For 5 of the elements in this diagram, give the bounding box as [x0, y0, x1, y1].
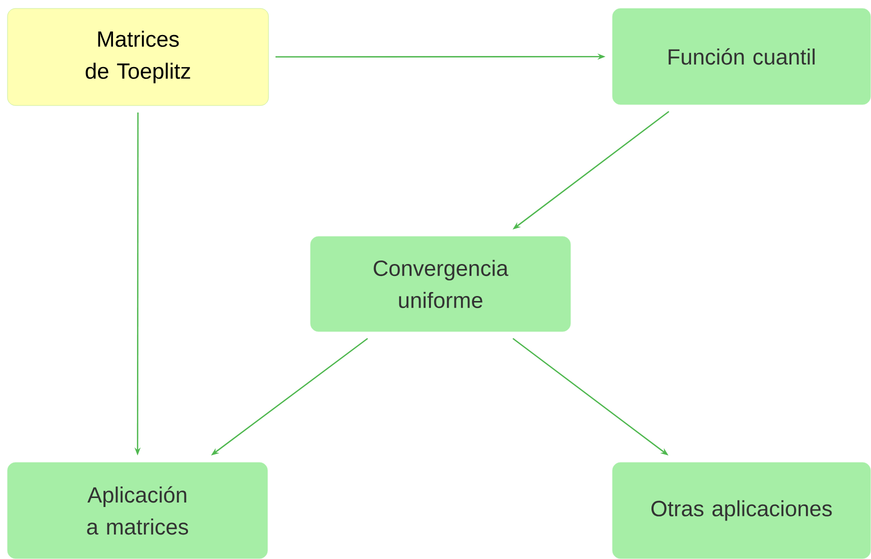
box: Aplicación a matrices — [7, 462, 268, 559]
box: Otras aplicaciones — [612, 462, 871, 559]
box: Convergencia uniforme — [310, 236, 571, 332]
box: Matrices de Toeplitz — [7, 8, 269, 106]
box: Función cuantil — [612, 8, 871, 105]
